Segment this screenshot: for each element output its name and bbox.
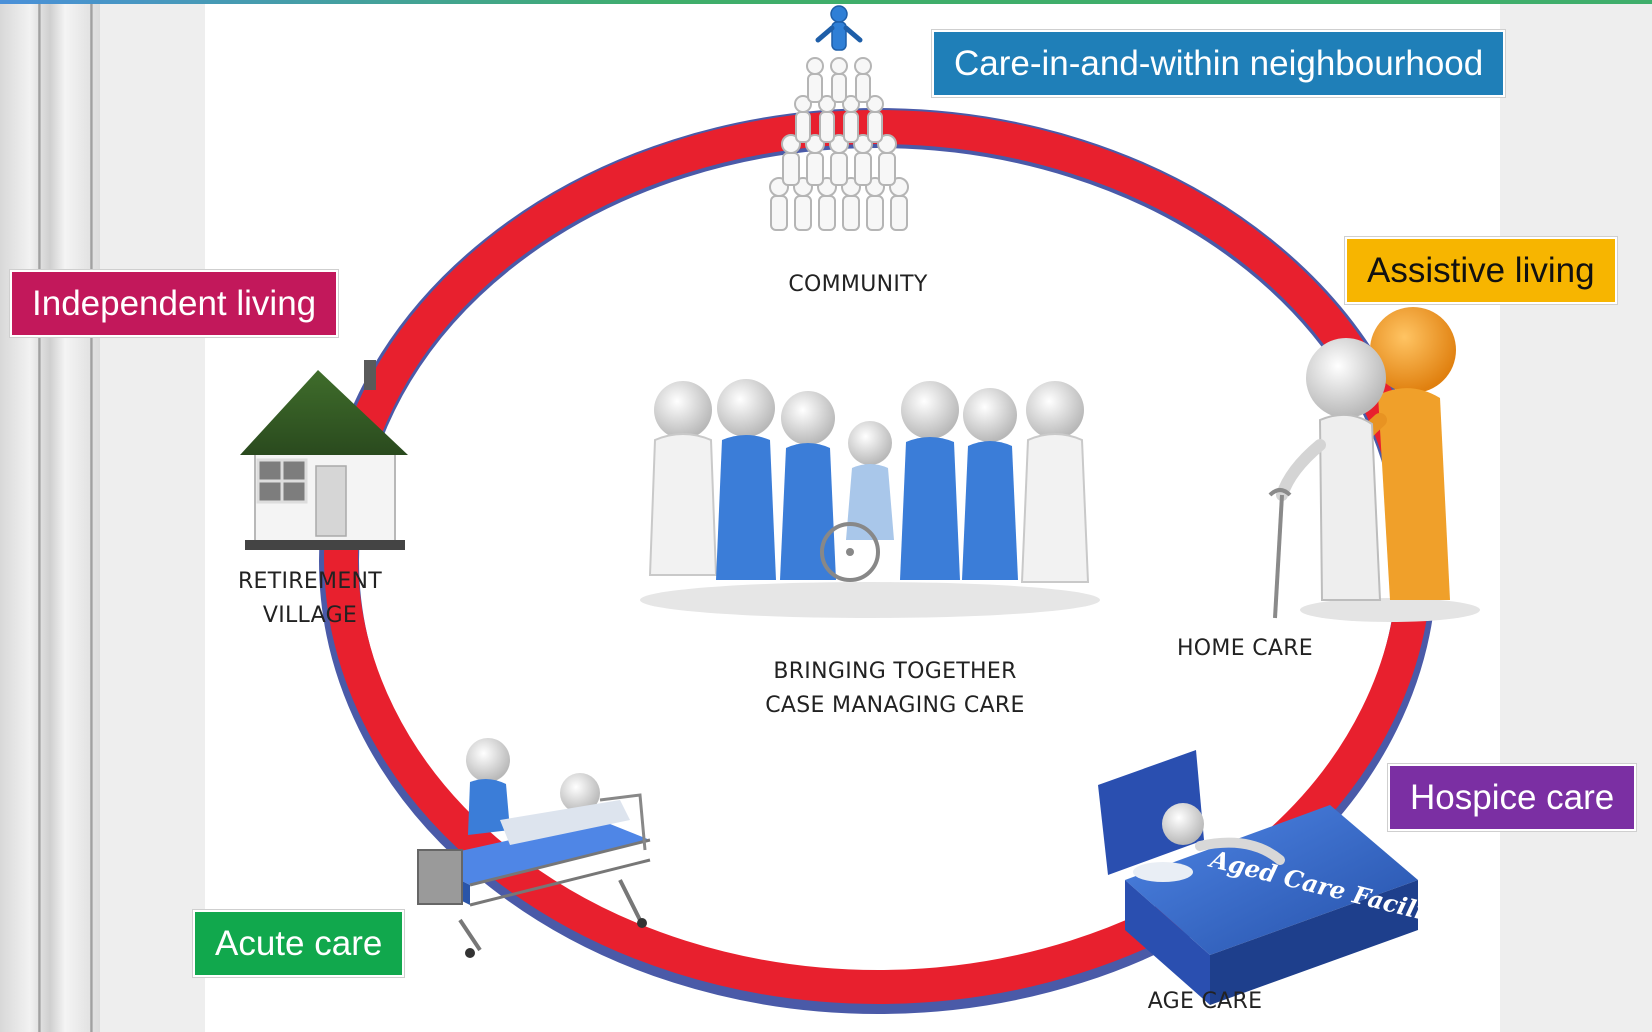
tag-independent-living: Independent living [10, 270, 339, 337]
binder-edge [0, 4, 100, 1032]
tag-acute-care: Acute care [193, 910, 405, 977]
caption-center: BRINGING TOGETHER CASE MANAGING CARE [730, 655, 1060, 723]
aged-care-bed-icon: Aged Care Facility [1098, 750, 1454, 1005]
caption-retirement-line1: RETIREMENT [237, 569, 383, 594]
tag-assistive-living: Assistive living [1345, 237, 1617, 304]
people-pyramid-icon [769, 5, 909, 231]
walking-assist-icon [1268, 307, 1480, 622]
care-team-icon [640, 379, 1100, 618]
caption-home-care: HOME CARE [1176, 636, 1314, 661]
caption-center-line1: BRINGING TOGETHER [773, 659, 1017, 684]
caption-age-care: AGE CARE [1147, 989, 1263, 1014]
tag-hospice-care: Hospice care [1388, 764, 1637, 831]
caption-community: COMMUNITY [788, 272, 928, 297]
house-icon [240, 360, 408, 550]
binder-line [90, 4, 93, 1032]
tag-neighbourhood: Care-in-and-within neighbourhood [932, 30, 1506, 97]
top-accent-line [0, 0, 1652, 4]
hospital-bed-icon [417, 738, 651, 958]
binder-line [38, 4, 41, 1032]
caption-retirement-line2: VILLAGE [262, 603, 358, 628]
caption-center-line2: CASE MANAGING CARE [765, 693, 1025, 718]
caption-retirement-village: RETIREMENT VILLAGE [215, 565, 405, 633]
